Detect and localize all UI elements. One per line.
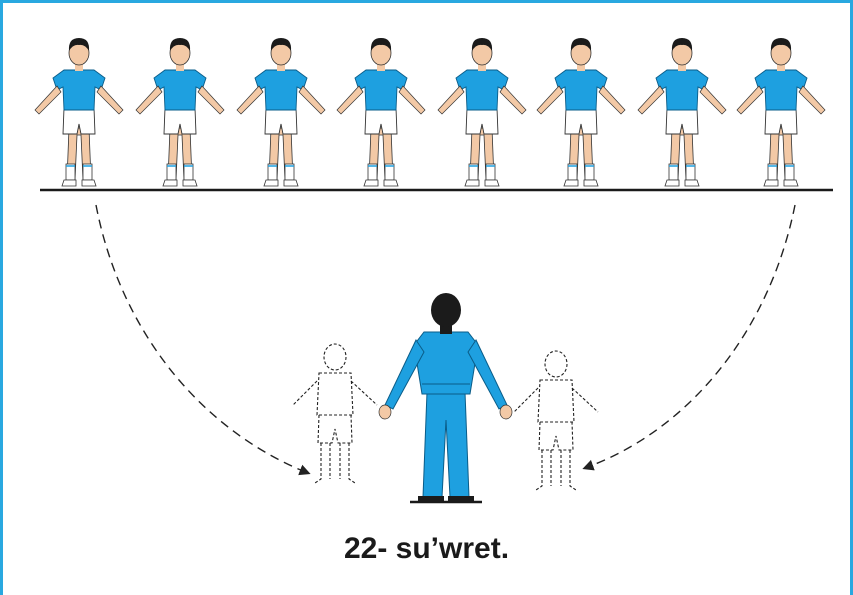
left-curved-arrow-icon [95, 204, 311, 476]
child-figure-icon [437, 37, 527, 187]
child-figure-icon [135, 37, 225, 187]
child-figure-icon [34, 37, 124, 187]
figure-caption: 22- su’wret. [343, 532, 510, 565]
child-figure-icon [536, 37, 626, 187]
child-figure-icon [336, 37, 426, 187]
child-figure-icon [637, 37, 727, 187]
child-figure-icon [236, 37, 326, 187]
teacher-figure-icon [378, 293, 513, 504]
dashed-outline-child-icon [513, 350, 599, 491]
children-row [34, 37, 826, 187]
dashed-outline-child-icon [292, 343, 378, 484]
child-figure-icon [736, 37, 826, 187]
right-curved-arrow-icon [582, 204, 796, 471]
